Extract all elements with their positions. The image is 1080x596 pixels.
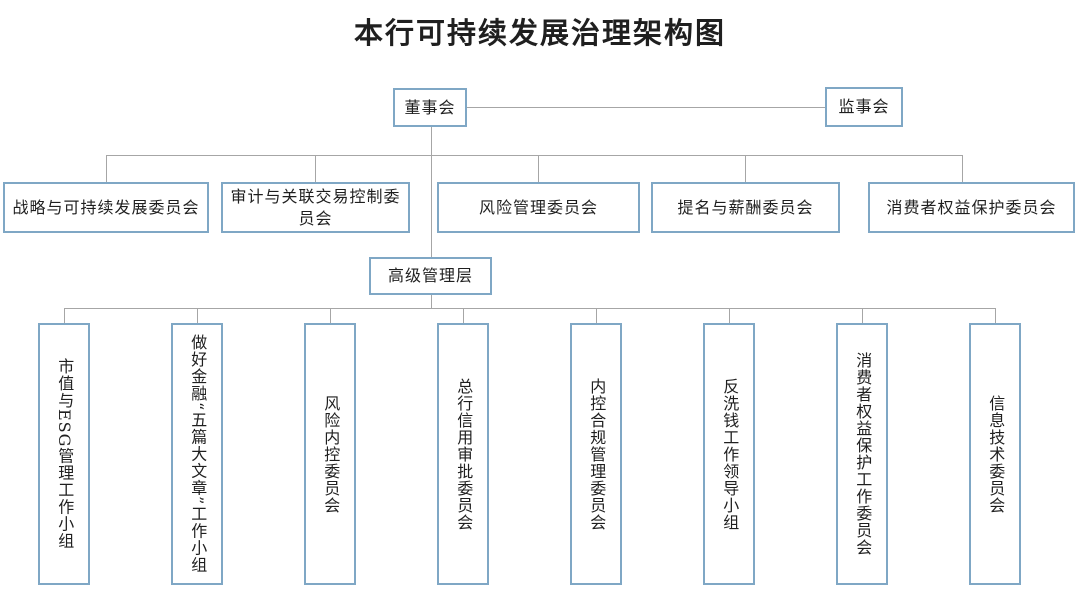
vbox-label: 做好金融“五篇大文章”工作小组 bbox=[188, 334, 208, 574]
box-nomination-remuneration-committee: 提名与薪酬委员会 bbox=[651, 182, 840, 233]
box-five-major-articles-working-group: 做好金融“五篇大文章”工作小组 bbox=[171, 323, 223, 585]
box-information-technology-committee: 信息技术委员会 bbox=[969, 323, 1021, 585]
vbox-label: 市值与ESG管理工作小组 bbox=[55, 358, 75, 550]
box-risk-internal-control-committee: 风险内控委员会 bbox=[304, 323, 356, 585]
box-senior-management: 高级管理层 bbox=[369, 257, 492, 295]
connector-drop-group-1 bbox=[64, 308, 65, 323]
connector-drop-group-4 bbox=[463, 308, 464, 323]
diagram-title: 本行可持续发展治理架构图 bbox=[353, 16, 726, 50]
box-audit-related-transactions-committee: 审计与关联交易控制委员会 bbox=[221, 182, 410, 233]
connector-senior-management-to-rail bbox=[431, 295, 432, 308]
box-internal-control-compliance-committee: 内控合规管理委员会 bbox=[570, 323, 622, 585]
connector-board-to-supervisory bbox=[467, 107, 825, 108]
box-risk-management-committee: 风险管理委员会 bbox=[437, 182, 640, 233]
vbox-label: 内控合规管理委员会 bbox=[587, 377, 607, 531]
connector-drop-group-6 bbox=[729, 308, 730, 323]
connector-board-to-senior-management bbox=[431, 127, 432, 257]
vbox-label: 消费者权益保护工作委员会 bbox=[853, 352, 873, 556]
vbox-label: 信息技术委员会 bbox=[986, 394, 1006, 514]
box-supervisory-board: 监事会 bbox=[825, 87, 903, 127]
connector-drop-committee-3 bbox=[538, 155, 539, 182]
connector-drop-committee-4 bbox=[745, 155, 746, 182]
box-market-value-esg-working-group: 市值与ESG管理工作小组 bbox=[38, 323, 90, 585]
connector-committee-rail bbox=[106, 155, 962, 156]
vbox-label: 总行信用审批委员会 bbox=[454, 377, 474, 531]
connector-drop-group-3 bbox=[330, 308, 331, 323]
vbox-label: 风险内控委员会 bbox=[321, 394, 341, 514]
connector-drop-committee-1 bbox=[106, 155, 107, 182]
box-consumer-rights-protection-committee: 消费者权益保护委员会 bbox=[868, 182, 1075, 233]
connector-drop-group-5 bbox=[596, 308, 597, 323]
box-head-office-credit-approval-committee: 总行信用审批委员会 bbox=[437, 323, 489, 585]
vbox-label: 反洗钱工作领导小组 bbox=[720, 377, 740, 531]
box-anti-money-laundering-leading-group: 反洗钱工作领导小组 bbox=[703, 323, 755, 585]
box-board-of-directors: 董事会 bbox=[393, 88, 467, 127]
connector-drop-group-8 bbox=[995, 308, 996, 323]
connector-drop-committee-5 bbox=[962, 155, 963, 182]
connector-management-rail bbox=[64, 308, 995, 309]
connector-drop-group-7 bbox=[862, 308, 863, 323]
connector-drop-group-2 bbox=[197, 308, 198, 323]
box-consumer-rights-protection-working-committee: 消费者权益保护工作委员会 bbox=[836, 323, 888, 585]
connector-drop-committee-2 bbox=[315, 155, 316, 182]
box-strategy-sustainability-committee: 战略与可持续发展委员会 bbox=[3, 182, 209, 233]
